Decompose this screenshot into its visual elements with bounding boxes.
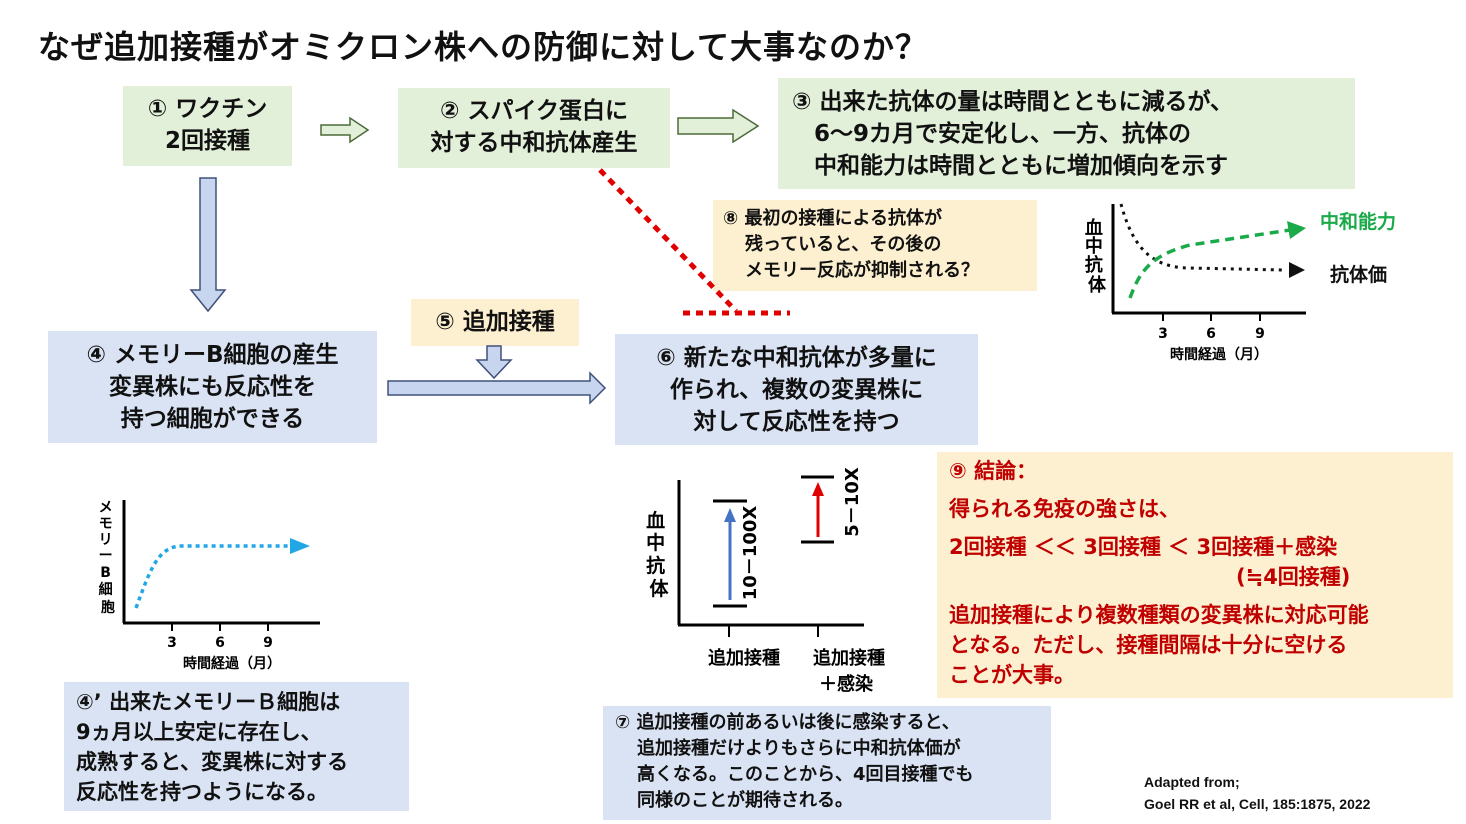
step4-prime-note: ④’ 出来たメモリーＢ細胞は 9ヵ月以上安定に存在し、 成熟すると、変異株に対す… bbox=[64, 682, 409, 811]
step7-line: 高くなる。このことから、4回目接種でも bbox=[637, 764, 974, 785]
step2-antibody-box: ② スパイク蛋白に 対する中和抗体産生 bbox=[398, 88, 670, 168]
step3-line: ③ 出来た抗体の量は時間とともに減るが、 bbox=[792, 89, 1234, 115]
step4-line: 変異株にも反応性を bbox=[109, 374, 316, 400]
booster-chart: 血 中 抗 体 10－100X 5－10X 追加接種 追加接種 ＋感染 bbox=[646, 467, 885, 695]
antibody-xtick-label: 9 bbox=[1255, 326, 1265, 342]
ylabel-char: B bbox=[100, 565, 111, 581]
step8-line: 残っていると、その後の bbox=[745, 234, 942, 255]
step6-line: 作られ、複数の変異株に bbox=[669, 377, 924, 403]
step4-memory-b-box: ④ メモリーB細胞の産生 変異株にも反応性を 持つ細胞ができる bbox=[48, 331, 377, 443]
ylabel-char: 抗 bbox=[1085, 254, 1103, 276]
memory-xtick-label: 9 bbox=[263, 635, 273, 651]
antibody-chart: 血 中 抗 体 3 6 9 時間経過（月） 中和能力 抗体価 bbox=[1085, 203, 1396, 363]
citation: Adapted from; Goel RR et al, Cell, 185:1… bbox=[1144, 771, 1370, 815]
step7-line: 追加接種だけよりもさらに中和抗体価が bbox=[637, 738, 961, 759]
step4p-line: 成熟すると、変異株に対する bbox=[76, 750, 349, 774]
ylabel-char: メ bbox=[99, 500, 113, 516]
antibody-xlabel: 時間経過（月） bbox=[1170, 346, 1268, 363]
conclusion-line: となる。ただし、接種間隔は十分に空ける bbox=[949, 633, 1348, 657]
step4-line: 持つ細胞ができる bbox=[120, 406, 305, 432]
step3-antibody-decline-box: ③ 出来た抗体の量は時間とともに減るが、 6～9カ月で安定化し、一方、抗体の 中… bbox=[778, 78, 1355, 189]
arrow-step1-to-step2 bbox=[320, 116, 370, 144]
antibody-xtick-label: 3 bbox=[1158, 326, 1168, 342]
titer-series-label: 抗体価 bbox=[1330, 263, 1387, 286]
conclusion-line: 得られる免疫の強さは、 bbox=[949, 497, 1180, 521]
step6-line: ⑥ 新たな中和抗体が多量に bbox=[656, 345, 937, 371]
memory-xtick-label: 3 bbox=[167, 635, 177, 651]
step3-line: 中和能力は時間とともに増加傾向を示す bbox=[814, 153, 1228, 179]
ylabel-char: モ bbox=[99, 516, 113, 532]
step2-line: ② スパイク蛋白に bbox=[439, 98, 629, 124]
antibody-xtick-label: 6 bbox=[1206, 326, 1216, 342]
conclusion-equivalent: (≒4回接種) bbox=[1236, 565, 1351, 589]
neutralizing-series-line bbox=[1128, 228, 1291, 299]
conclusion-line: 追加接種により複数種類の変異株に対応可能 bbox=[949, 603, 1369, 627]
suppression-line bbox=[598, 168, 738, 313]
arrow-step4-to-step6 bbox=[387, 371, 607, 405]
step5-label: ⑤ 追加接種 bbox=[435, 309, 555, 335]
memory-ylabel: メ モ リ ー B 細 胞 bbox=[99, 500, 118, 616]
booster-ylabel: 血 中 抗 体 bbox=[646, 509, 672, 600]
boost-fold-arrowhead bbox=[724, 508, 736, 522]
ylabel-char: 胞 bbox=[100, 599, 115, 616]
memory-xtick-label: 6 bbox=[215, 635, 225, 651]
step4p-line: 反応性を持つようになる。 bbox=[76, 780, 328, 804]
step6-new-antibody-box: ⑥ 新たな中和抗体が多量に 作られ、複数の変異株に 対して反応性を持つ bbox=[615, 334, 978, 445]
ylabel-char: 細 bbox=[99, 581, 113, 598]
ylabel-char: 血 bbox=[1085, 217, 1103, 239]
step6-line: 対して反応性を持つ bbox=[693, 409, 900, 435]
ylabel-char: 抗 bbox=[646, 554, 665, 577]
step1-line: ① ワクチン bbox=[147, 96, 268, 122]
step4p-line: ④’ 出来たメモリーＢ細胞は bbox=[76, 690, 341, 714]
step8-suppression-note: ⑧ 最初の接種による抗体が 残っていると、その後の メモリー反応が抑制される？ bbox=[713, 200, 1037, 291]
step7-infection-note: ⑦ 追加接種の前あるいは後に感染すると、 追加接種だけよりもさらに中和抗体価が … bbox=[603, 706, 1051, 820]
neutralizing-arrowhead bbox=[1287, 221, 1306, 239]
infection-fold-arrowhead bbox=[812, 482, 824, 496]
step7-line: 同様のことが期待される。 bbox=[637, 790, 853, 811]
category-booster-infection: ＋感染 bbox=[819, 673, 874, 695]
ylabel-char: 体 bbox=[649, 577, 669, 600]
step2-line: 対する中和抗体産生 bbox=[430, 130, 638, 156]
step4-line: ④ メモリーB細胞の産生 bbox=[86, 342, 339, 368]
arrow-booster-down bbox=[475, 345, 513, 380]
arrow-step2-to-step3 bbox=[677, 108, 760, 144]
ylabel-char: 中 bbox=[1085, 235, 1103, 257]
neutralizing-series-label: 中和能力 bbox=[1320, 210, 1396, 233]
memory-series-line bbox=[134, 544, 290, 609]
conclusion-heading: ⑨ 結論： bbox=[949, 459, 1038, 483]
step8-line: メモリー反応が抑制される？ bbox=[745, 260, 979, 281]
memory-arrowhead bbox=[290, 538, 310, 554]
step3-line: 6～9カ月で安定化し、一方、抗体の bbox=[814, 121, 1192, 147]
boost-fold-label: 10－100X bbox=[740, 506, 761, 601]
citation-line: Goel RR et al, Cell, 185:1875, 2022 bbox=[1144, 796, 1371, 812]
category-booster: 追加接種 bbox=[708, 647, 780, 669]
page-title: なぜ追加接種がオミクロン株への防御に対して大事なのか？ bbox=[38, 28, 929, 66]
arrow-step1-to-step4 bbox=[189, 177, 227, 313]
ylabel-char: 体 bbox=[1088, 274, 1107, 296]
memory-b-chart: メ モ リ ー B 細 胞 3 6 9 時間経過（月） bbox=[99, 500, 320, 672]
step9-conclusion-box: ⑨ 結論： 得られる免疫の強さは、 2回接種 ＜＜ 3回接種 ＜ 3回接種＋感染… bbox=[937, 452, 1453, 698]
memory-xlabel: 時間経過（月） bbox=[183, 655, 281, 672]
step8-line: ⑧ 最初の接種による抗体が bbox=[723, 208, 942, 229]
ylabel-char: 中 bbox=[646, 531, 665, 554]
step1-line: 2回接種 bbox=[164, 128, 250, 154]
step4p-line: 9ヵ月以上安定に存在し、 bbox=[76, 720, 322, 744]
step7-line: ⑦ 追加接種の前あるいは後に感染すると、 bbox=[615, 712, 960, 733]
ylabel-char: 血 bbox=[646, 509, 665, 532]
category-booster-infection: 追加接種 bbox=[813, 647, 885, 669]
ylabel-char: リ bbox=[99, 532, 113, 548]
citation-line: Adapted from; bbox=[1144, 774, 1240, 790]
conclusion-comparison: 2回接種 ＜＜ 3回接種 ＜ 3回接種＋感染 bbox=[949, 535, 1338, 559]
infection-fold-label: 5－10X bbox=[842, 467, 863, 537]
titer-series-line bbox=[1119, 203, 1284, 272]
titer-arrowhead bbox=[1289, 262, 1305, 278]
conclusion-line: ことが大事。 bbox=[949, 663, 1075, 687]
ylabel-char: ー bbox=[99, 548, 113, 564]
step1-vaccine-box: ① ワクチン 2回接種 bbox=[123, 86, 292, 166]
antibody-ylabel: 血 中 抗 体 bbox=[1085, 217, 1109, 296]
step5-booster-box: ⑤ 追加接種 bbox=[411, 299, 579, 346]
